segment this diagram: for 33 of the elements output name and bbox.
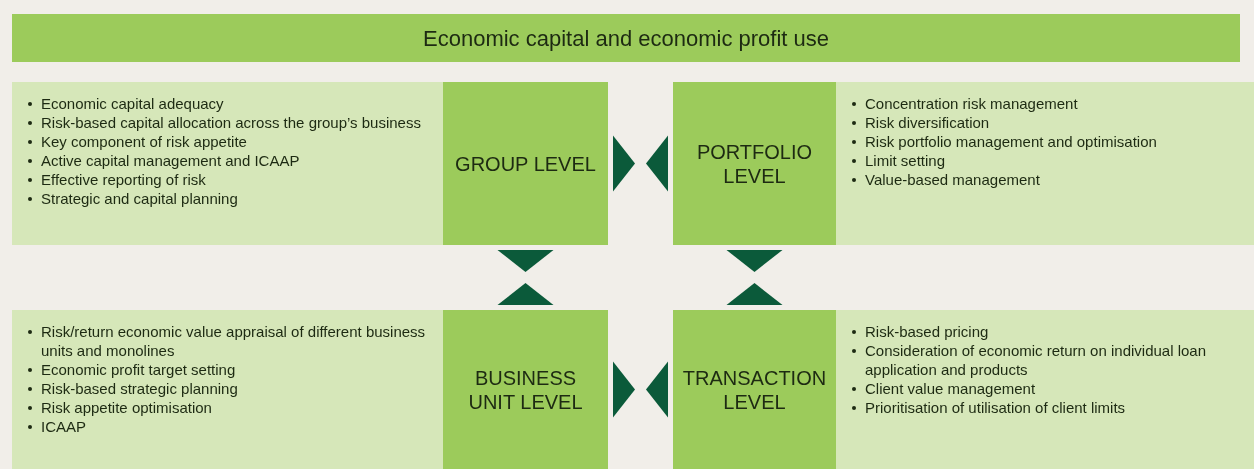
bullet-text: Risk portfolio management and optimisation [865,132,1157,151]
level-title: PORTFOLIO LEVEL [695,139,814,188]
bullet-text: Client value management [865,379,1036,398]
bullet-text: Risk-based capital allocation across the group’s business [41,113,421,132]
bullet-panel [836,82,1254,245]
level-title: GROUP LEVEL [455,151,596,176]
bullet-text: Risk-based pricing [865,322,989,341]
level-box [673,310,836,469]
bullet-text: Consideration of economic return on individual loan application and products [865,341,1208,379]
level-title: BUSINESS UNIT LEVEL [467,365,584,414]
bullet-text: Prioritisation of utilisation of client limits [865,398,1126,417]
bullet-text: Risk-based strategic planning [41,379,238,398]
bullet-text: Risk appetite optimisation [41,398,212,417]
bullet-text: Effective reporting of risk [41,170,206,189]
bullet-text: Risk diversification [865,113,990,132]
bullet-panel [12,310,443,469]
bullet-text: Risk/return economic value appraisal of different business units and monolines [41,322,427,360]
bullet-text: Economic capital adequacy [41,94,224,113]
bullet-text: Concentration risk management [865,94,1078,113]
bullet-panel [836,310,1254,469]
title-banner: Economic capital and economic profit use [12,14,1240,62]
level-box [443,82,608,245]
bullet-text: Limit setting [865,151,946,170]
bullet-text: Value-based management [865,170,1040,189]
bullet-panel [12,82,443,245]
bullet-text: Key component of risk appetite [41,132,247,151]
level-title: TRANSACTION LEVEL [681,365,828,414]
bullet-text: Economic profit target setting [41,360,236,379]
bullet-text: ICAAP [41,417,86,436]
bullet-text: Active capital management and ICAAP [41,151,300,170]
bullet-text: Strategic and capital planning [41,189,238,208]
level-box [673,82,836,245]
level-box [443,310,608,469]
